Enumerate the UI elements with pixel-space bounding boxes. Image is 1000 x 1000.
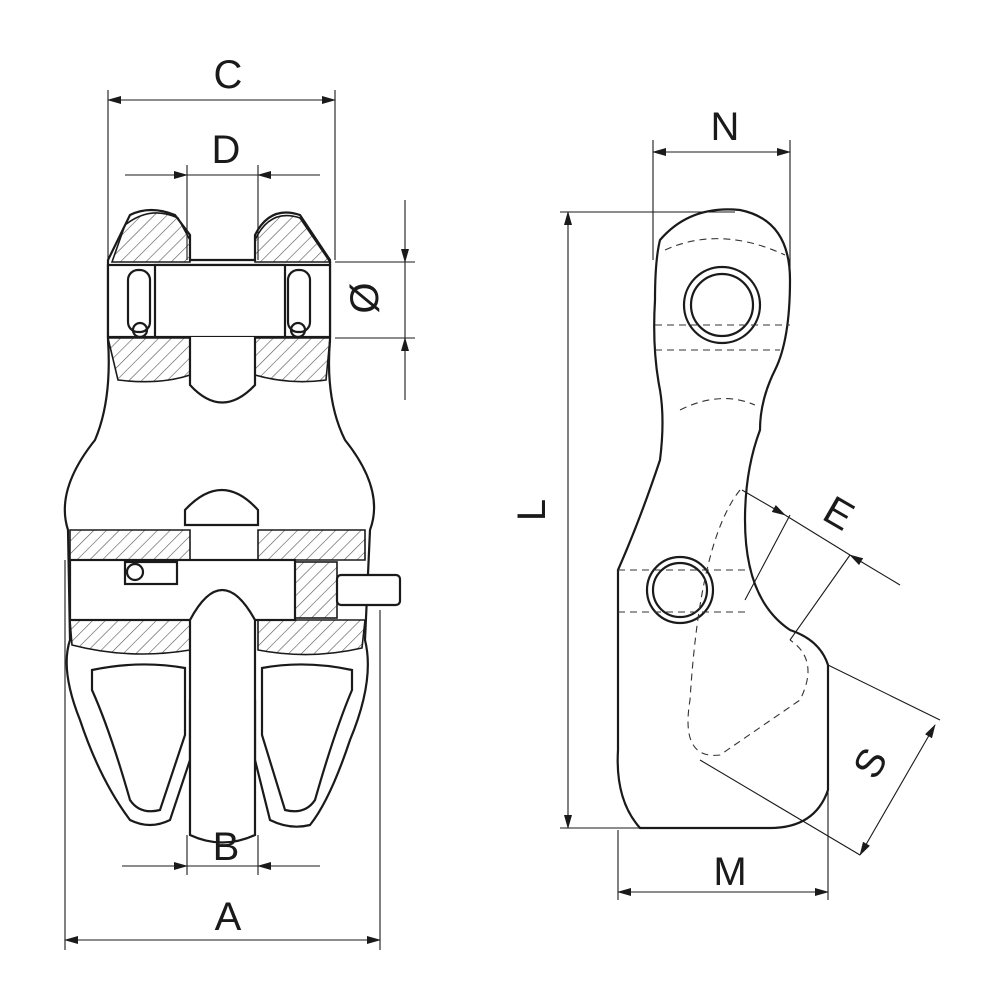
- label-m: M: [713, 850, 746, 894]
- lower-link-top: [183, 488, 260, 527]
- top-section-hatch: [106, 212, 332, 383]
- right-pocket: [260, 663, 354, 813]
- hook-hidden-lines: [618, 398, 809, 756]
- label-n: N: [711, 105, 740, 149]
- dimension-e-top: [741, 489, 786, 516]
- eye-hidden-lines: [655, 238, 790, 351]
- front-view: [63, 208, 402, 844]
- label-l: L: [510, 499, 554, 521]
- eye-hole-inner-icon: [689, 272, 755, 338]
- front-dimensions: C D Ø B A: [64, 53, 415, 950]
- center-link: [188, 589, 257, 844]
- label-s: S: [845, 741, 896, 786]
- bolt-hole-inner-icon: [651, 561, 709, 619]
- pin-slot-left: [126, 268, 152, 334]
- pin-hole-right-icon: [289, 321, 307, 339]
- dimension-s: [859, 724, 936, 856]
- bolt-notch: [123, 560, 179, 586]
- label-diameter: Ø: [343, 282, 387, 313]
- bolt-hole-outer: [645, 555, 715, 625]
- bolt-thread: [294, 561, 338, 619]
- top-link: [188, 337, 257, 404]
- label-d: D: [212, 128, 241, 172]
- left-pocket: [90, 663, 187, 813]
- pin-slot-right: [286, 268, 312, 334]
- label-b: B: [213, 825, 240, 869]
- label-c: C: [214, 53, 243, 97]
- eye-hole-outer: [682, 265, 762, 345]
- bolt-end: [335, 573, 402, 607]
- side-view: [616, 208, 830, 830]
- label-a: A: [215, 895, 242, 939]
- bolt-pin-icon: [125, 562, 145, 582]
- hook-outline: [616, 208, 830, 830]
- locking-bolt: [68, 558, 297, 622]
- label-e: E: [816, 488, 861, 539]
- dimension-e-bottom: [849, 554, 901, 586]
- pin-hole-left-icon: [131, 321, 149, 339]
- pin-center: [153, 263, 287, 339]
